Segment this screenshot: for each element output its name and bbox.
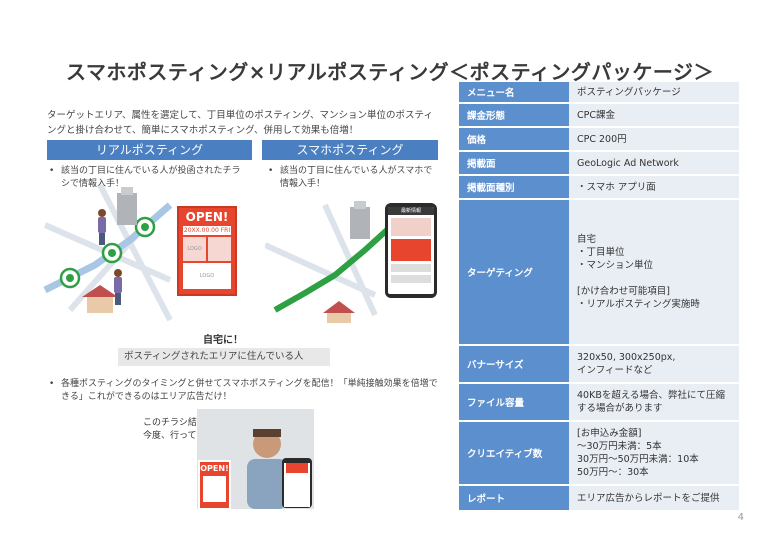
value-line (577, 272, 700, 285)
lower-bullet: • 各種ポスティングのタイミングと併せてスマホポスティングを配信！「単純接触効果… (49, 378, 444, 403)
smartphone-image (282, 458, 312, 508)
table-row: ファイル容量 40KBを超える場合、弊社にて圧縮 する場合があります (459, 384, 739, 422)
table-value: 40KBを超える場合、弊社にて圧縮 する場合があります (569, 384, 739, 420)
table-value: エリア広告からレポートをご提供 (569, 486, 739, 510)
real-posting-bullet: • 該当の丁目に住んでいる人が投函されたチラシで情報入手！ (49, 165, 249, 190)
table-value: CPC 200円 (569, 128, 739, 150)
real-posting-map-illustration (43, 185, 173, 322)
table-key: 掲載面 (459, 152, 569, 174)
building-icon (117, 187, 137, 225)
value-line: ・リアルポスティング実施時 (577, 299, 700, 310)
bullet-dot: • (49, 166, 55, 176)
intro-text: ターゲットエリア、属性を選定して、丁目単位のポスティング、マンション単位のポステ… (47, 110, 433, 136)
value-line: 50万円〜：30本 (577, 467, 649, 478)
table-value: 自宅 ・丁目単位 ・マンション単位 [かけ合わせ可能項目] ・リアルポスティング… (569, 200, 739, 344)
value-line: 40KBを超える場合、弊社にて圧縮 (577, 390, 726, 401)
lower-bullet-text: 各種ポスティングのタイミングと併せてスマホポスティングを配信！「単純接触効果を倍… (61, 379, 438, 402)
value-line: 30万円〜50万円未満：10本 (577, 454, 699, 465)
person-icon (247, 429, 287, 509)
phone-banner (391, 239, 431, 261)
real-posting-bullet-text: 該当の丁目に住んでいる人が投函されたチラシで情報入手！ (61, 166, 241, 189)
value-line: ・丁目単位 (577, 247, 625, 258)
table-row: バナーサイズ 320x50, 300x250px, インフィードなど (459, 346, 739, 384)
open-flyer-image: OPEN! 20XX.00.00 FRI LOGO LOGO (177, 206, 237, 296)
value-line: 〜30万円未満：5本 (577, 441, 662, 452)
table-row: 掲載面 GeoLogic Ad Network (459, 152, 739, 176)
table-key: レポート (459, 486, 569, 510)
route-line (273, 227, 390, 313)
table-value: 320x50, 300x250px, インフィードなど (569, 346, 739, 382)
bullet-dot: • (49, 379, 55, 389)
smartphone-posting-header: スマホポスティング (262, 140, 438, 160)
person-icon (98, 209, 106, 245)
person-icon (114, 269, 122, 305)
bullet-dot: • (268, 166, 274, 176)
flyer-photo (208, 237, 231, 261)
value-line: する場合があります (577, 403, 663, 414)
location-pin-icon (59, 216, 156, 289)
table-row: 価格 CPC 200円 (459, 128, 739, 152)
table-value: CPC課金 (569, 104, 739, 126)
table-value: ・スマホ アプリ面 (569, 176, 739, 198)
value-line: [お申込み金額] (577, 428, 642, 439)
table-row: クリエイティブ数 [お申込み金額] 〜30万円未満：5本 30万円〜50万円未満… (459, 422, 739, 486)
speech-text: このチラシ結構みるな〜 今度、行ってみようかな (143, 417, 242, 443)
table-row: メニュー名 ポスティングパッケージ (459, 82, 739, 104)
speech-line: このチラシ結構みるな〜 (143, 418, 242, 428)
flyer-logo: LOGO (183, 263, 231, 289)
home-label: 自宅に！ (203, 335, 243, 346)
page-number: 4 (737, 512, 744, 523)
table-row: ターゲティング 自宅 ・丁目単位 ・マンション単位 [かけ合わせ可能項目] ・リ… (459, 200, 739, 346)
page-title: スマホポスティング×リアルポスティング＜ポスティングパッケージ＞ (66, 60, 714, 84)
building-icon (350, 201, 370, 239)
table-row: レポート エリア広告からレポートをご提供 (459, 486, 739, 512)
speech-line: 今度、行ってみようかな (143, 431, 242, 441)
smartphone-posting-bullet: • 該当の丁目に住んでいる人がスマホで情報入手！ (268, 165, 438, 190)
flyer-open-label: OPEN! (185, 210, 229, 224)
table-key: メニュー名 (459, 82, 569, 102)
value-line: 自宅 (577, 234, 597, 245)
real-posting-header: リアルポスティング (47, 140, 252, 160)
value-line: ・マンション単位 (577, 260, 654, 271)
table-value: ポスティングパッケージ (569, 82, 739, 102)
table-value: GeoLogic Ad Network (569, 152, 739, 174)
spec-table: メニュー名 ポスティングパッケージ 課金形態 CPC課金 価格 CPC 200円… (459, 82, 739, 512)
value-line: [かけ合わせ可能項目] (577, 286, 670, 297)
table-key: 課金形態 (459, 104, 569, 126)
home-description: ポスティングされたエリアに住んでいる人 (118, 348, 330, 366)
flyer-open-label: OPEN! (200, 464, 229, 473)
house-icon (82, 285, 118, 313)
smartphone-image: 最新情報 (385, 203, 437, 298)
table-key: 価格 (459, 128, 569, 150)
flyer-logo: LOGO (183, 237, 206, 261)
table-key: 掲載面種別 (459, 176, 569, 198)
smartphone-posting-bullet-text: 該当の丁目に住んでいる人がスマホで情報入手！ (280, 166, 433, 189)
flyer-date: 20XX.00.00 FRI (183, 226, 231, 235)
smartphone-posting-map-illustration (265, 201, 390, 323)
table-key: クリエイティブ数 (459, 422, 569, 484)
table-key: ファイル容量 (459, 384, 569, 420)
value-line: 320x50, 300x250px, (577, 352, 676, 363)
table-key: ターゲティング (459, 200, 569, 344)
table-row: 掲載面種別 ・スマホ アプリ面 (459, 176, 739, 200)
phone-header: 最新情報 (388, 207, 434, 215)
table-value: [お申込み金額] 〜30万円未満：5本 30万円〜50万円未満：10本 50万円… (569, 422, 739, 484)
open-flyer-image: OPEN! (198, 460, 231, 510)
table-row: 課金形態 CPC課金 (459, 104, 739, 128)
house-icon (323, 301, 355, 323)
table-key: バナーサイズ (459, 346, 569, 382)
value-line: インフィードなど (577, 365, 653, 376)
